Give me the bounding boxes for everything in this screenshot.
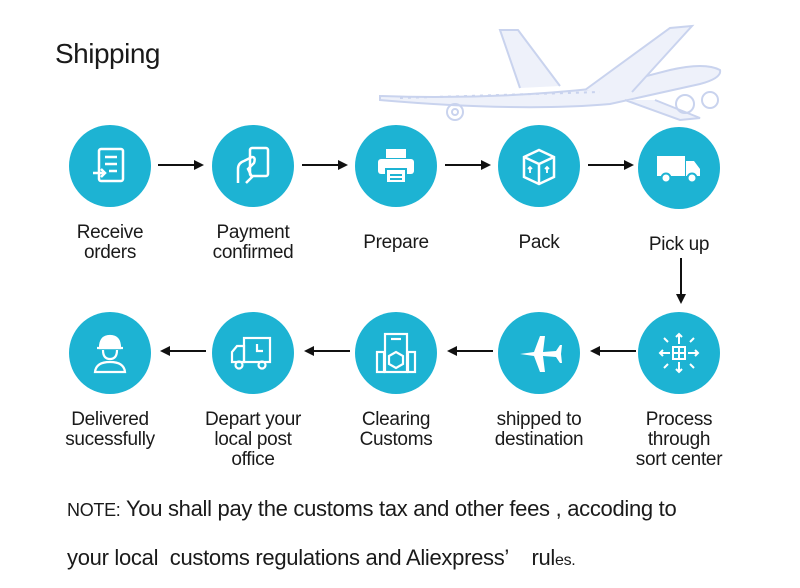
box-icon [522, 148, 556, 186]
flow-arrow-6 [447, 346, 493, 356]
hand-card-icon [236, 146, 270, 184]
step-pick-up: Pick up [604, 127, 754, 255]
step-label: Receive orders [76, 222, 144, 263]
step-circle [69, 125, 151, 207]
step-label: Payment confirmed [212, 222, 294, 263]
step-depart-post-office: Depart your local post office [178, 312, 328, 470]
customs-scanner-icon [375, 332, 417, 374]
step-label: Pack [518, 232, 560, 253]
step-label: Process through sort center [635, 409, 723, 470]
step-shipped-destination: shipped to destination [464, 312, 614, 450]
step-label: Pick up [648, 234, 710, 255]
note-line-1: NOTE: You shall pay the customs tax and … [67, 485, 677, 534]
step-circle [638, 127, 720, 209]
step-circle [355, 312, 437, 394]
flow-arrow-4 [588, 160, 634, 170]
customs-note: NOTE: You shall pay the customs tax and … [67, 485, 677, 585]
flow-arrow-7 [304, 346, 350, 356]
page-title: Shipping [55, 38, 160, 69]
flow-arrow-5 [590, 346, 636, 356]
courier-person-icon [93, 334, 127, 374]
airplane-illustration [379, 24, 722, 122]
step-circle [355, 125, 437, 207]
note-prefix: NOTE: [67, 500, 121, 520]
flow-arrow-3 [445, 160, 491, 170]
step-circle [212, 312, 294, 394]
step-circle [638, 312, 720, 394]
printer-icon [378, 149, 414, 184]
sort-network-icon [658, 332, 700, 374]
step-circle [212, 125, 294, 207]
step-delivered: Delivered sucessfully [35, 312, 185, 450]
step-payment-confirmed: Payment confirmed [178, 125, 328, 263]
note-text-2: your local customs regulations and Aliex… [67, 545, 555, 570]
delivery-truck-icon [657, 156, 700, 184]
step-label: shipped to destination [494, 409, 584, 450]
step-label: Depart your local post office [205, 409, 301, 470]
step-circle [69, 312, 151, 394]
step-label: Prepare [363, 232, 429, 253]
airplane-icon [520, 336, 562, 372]
flow-arrow-1 [158, 160, 204, 170]
step-pack: Pack [464, 125, 614, 253]
note-text-2-tail: es. [555, 552, 576, 569]
step-circle [498, 125, 580, 207]
step-label: Clearing Customs [359, 409, 433, 450]
flow-arrow-down [676, 258, 686, 304]
note-text-1: You shall pay the customs tax and other … [125, 496, 677, 521]
step-receive-orders: Receive orders [35, 125, 185, 263]
step-label: Delivered sucessfully [65, 409, 155, 450]
note-line-2: your local customs regulations and Aliex… [67, 534, 676, 585]
step-process-sort-center: Process through sort center [604, 312, 754, 470]
flow-arrow-2 [302, 160, 348, 170]
step-clearing-customs: Clearing Customs [321, 312, 471, 450]
step-prepare: Prepare [321, 125, 471, 253]
post-office-truck-icon [230, 336, 272, 370]
receipt-list-icon [93, 147, 125, 183]
step-circle [498, 312, 580, 394]
flow-arrow-8 [160, 346, 206, 356]
